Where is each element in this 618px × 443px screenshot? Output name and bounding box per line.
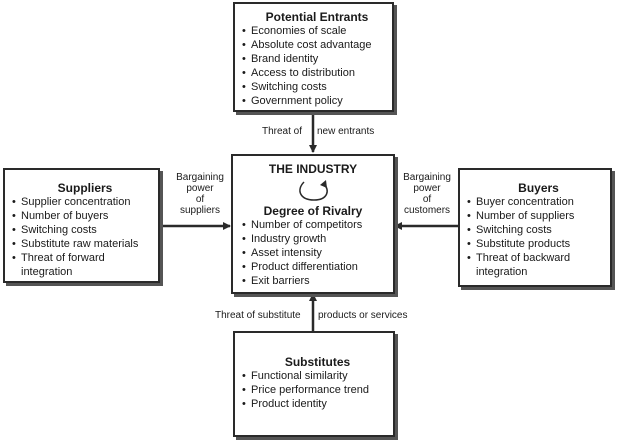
list-item: integration: [21, 266, 73, 278]
bargaining-power-of-suppliers-label: Bargaining power of suppliers: [172, 172, 228, 216]
list-item: Access to distribution: [242, 66, 392, 80]
industry-title: THE INDUSTRY: [268, 162, 358, 176]
list-item: Supplier concentration: [12, 195, 158, 209]
threat-of-substitute-left-label: Threat of substitute: [215, 310, 301, 321]
list-item: Exit barriers: [242, 274, 393, 288]
substitutes-box: Substitutes Functional similarity Price …: [233, 331, 395, 437]
suppliers-flow-line1: Bargaining: [176, 172, 224, 183]
buyers-flow-line4: customers: [403, 205, 451, 216]
list-item: Switching costs: [467, 223, 610, 237]
list-item: Government policy: [242, 94, 392, 108]
list-item: Number of suppliers: [467, 209, 610, 223]
list-item: Substitute raw materials: [12, 237, 158, 251]
list-item: Switching costs: [242, 80, 392, 94]
list-item: Price performance trend: [242, 383, 393, 397]
threat-of-substitute-right-label: products or services: [318, 310, 408, 321]
suppliers-flow-line3: of: [195, 194, 205, 205]
suppliers-list: Supplier concentration Number of buyers …: [12, 195, 158, 279]
list-item: Buyer concentration: [467, 195, 610, 209]
list-item: Asset intensity: [242, 246, 393, 260]
list-item: Economies of scale: [242, 24, 392, 38]
list-item: Product differentiation: [242, 260, 393, 274]
list-item: Product identity: [242, 397, 393, 411]
potential-entrants-title: Potential Entrants: [265, 10, 369, 24]
threat-of-new-entrants-left-label: Threat of: [262, 126, 303, 137]
potential-entrants-box: Potential Entrants Economies of scale Ab…: [233, 2, 394, 112]
industry-subtitle: Degree of Rivalry: [263, 204, 363, 218]
buyers-flow-line3: of: [422, 194, 432, 205]
industry-box: THE INDUSTRY Degree of Rivalry Number of…: [231, 154, 395, 294]
list-item: Absolute cost advantage: [242, 38, 392, 52]
list-item: integration: [476, 266, 528, 278]
suppliers-title: Suppliers: [57, 181, 113, 195]
buyers-flow-line1: Bargaining: [403, 172, 451, 183]
buyers-title: Buyers: [518, 181, 559, 195]
potential-entrants-list: Economies of scale Absolute cost advanta…: [242, 24, 392, 108]
buyers-list: Buyer concentration Number of suppliers …: [467, 195, 610, 279]
list-item: Threat of backward: [467, 251, 610, 265]
list-item: Number of competitors: [242, 218, 393, 232]
buyers-box: Buyers Buyer concentration Number of sup…: [458, 168, 612, 287]
rivalry-cycle-icon: [298, 180, 328, 201]
list-item: Brand identity: [242, 52, 392, 66]
list-item: Functional similarity: [242, 369, 393, 383]
suppliers-flow-line4: suppliers: [179, 205, 221, 216]
suppliers-flow-line2: power: [186, 183, 214, 194]
list-item: Number of buyers: [12, 209, 158, 223]
list-item: Switching costs: [12, 223, 158, 237]
threat-of-new-entrants-right-label: new entrants: [317, 126, 375, 137]
buyers-flow-line2: power: [413, 183, 441, 194]
bargaining-power-of-customers-label: Bargaining power of customers: [399, 172, 455, 216]
substitutes-list: Functional similarity Price performance …: [242, 369, 393, 411]
industry-list: Number of competitors Industry growth As…: [242, 218, 393, 288]
list-item: Industry growth: [242, 232, 393, 246]
suppliers-box: Suppliers Supplier concentration Number …: [3, 168, 160, 283]
list-item: Substitute products: [467, 237, 610, 251]
list-item: Threat of forward: [12, 251, 158, 265]
substitutes-title: Substitutes: [284, 355, 351, 369]
